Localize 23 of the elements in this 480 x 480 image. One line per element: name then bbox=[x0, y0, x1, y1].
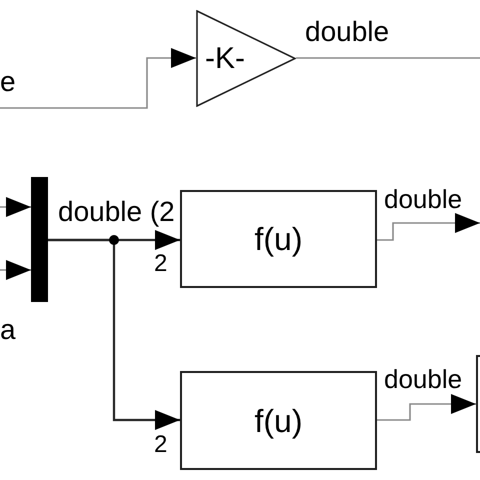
function-block bbox=[180, 190, 377, 288]
edge-label: e bbox=[0, 68, 16, 96]
edge-label: double bbox=[384, 186, 462, 212]
block-name-fragment: a bbox=[0, 316, 16, 344]
signal-arrow bbox=[0, 197, 31, 217]
function-expression: f(u) bbox=[254, 223, 302, 255]
gain-triangle bbox=[196, 10, 296, 107]
signal-arrow bbox=[0, 260, 31, 280]
signal-arrow bbox=[377, 394, 476, 421]
mux-bar bbox=[31, 177, 48, 302]
partial-block bbox=[476, 355, 480, 453]
edge-label: double bbox=[384, 366, 462, 392]
signal-arrow bbox=[377, 213, 480, 241]
signal-arrow bbox=[0, 48, 196, 109]
edge-label: double bbox=[305, 18, 390, 46]
signal-arrow bbox=[48, 238, 180, 430]
signal-line bbox=[296, 57, 480, 59]
signal-dimension: 2 bbox=[154, 433, 168, 457]
signal-dimension: 2 bbox=[154, 252, 168, 276]
gain-value: -K- bbox=[205, 44, 245, 74]
function-block bbox=[180, 371, 377, 470]
edge-label: double (2 bbox=[58, 198, 175, 226]
function-expression: f(u) bbox=[254, 404, 302, 436]
